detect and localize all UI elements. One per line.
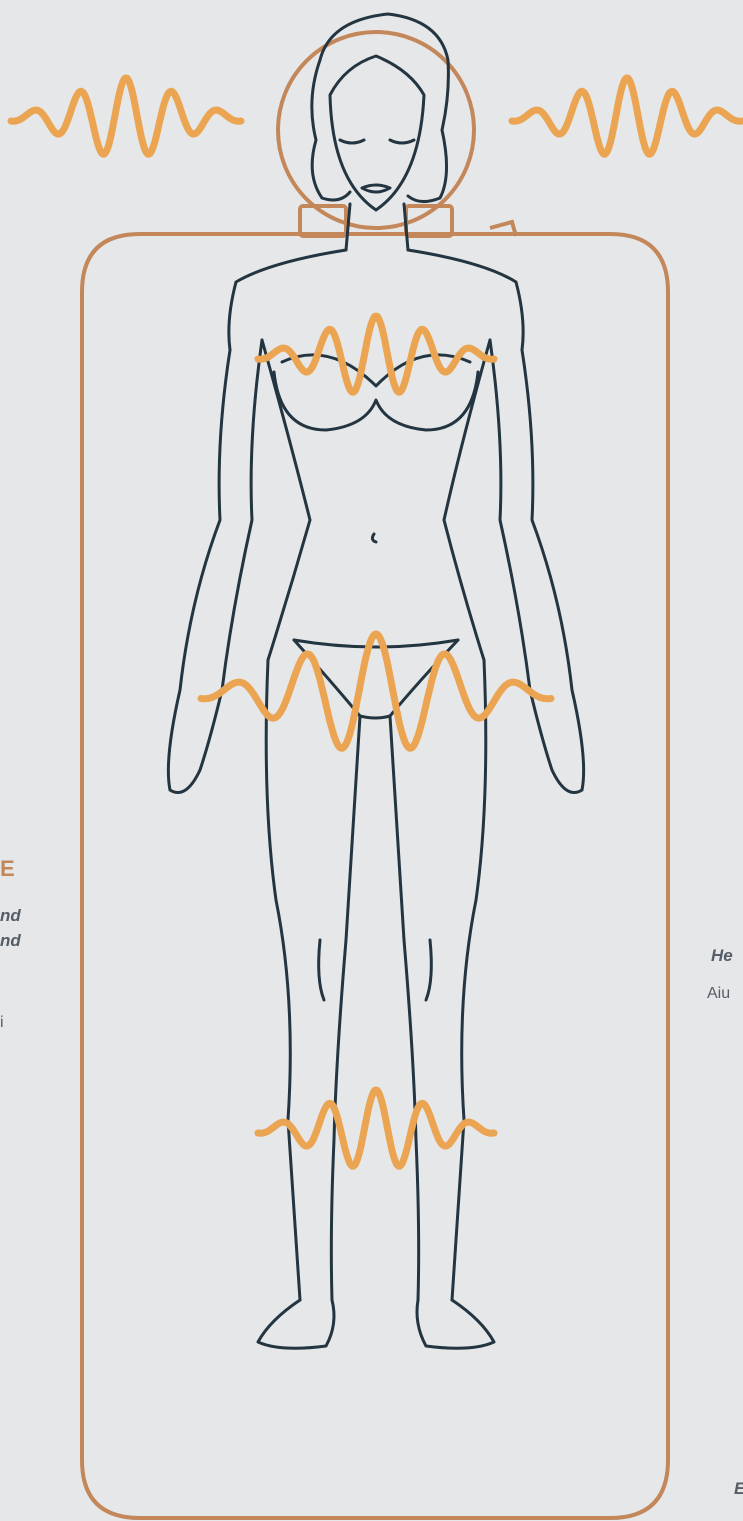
- left-subtitle-line-1: nd: [0, 904, 21, 927]
- left-subtitle-line-2: nd: [0, 929, 21, 952]
- left-body-text: i: [0, 1014, 4, 1032]
- sound-wave-icon: [11, 78, 241, 154]
- sound-wave-icon: [258, 1090, 494, 1166]
- left-section-heading: E: [0, 856, 15, 882]
- sound-wave-icon: [258, 316, 494, 392]
- right-body-text: Aiu: [707, 985, 730, 1003]
- right-subtitle: He: [711, 944, 733, 967]
- sound-wave-icon: [512, 78, 742, 154]
- meditation-mat-icon: [82, 234, 668, 1518]
- right-bottom-label: E: [734, 1477, 743, 1500]
- sound-wave-icon: [201, 634, 551, 748]
